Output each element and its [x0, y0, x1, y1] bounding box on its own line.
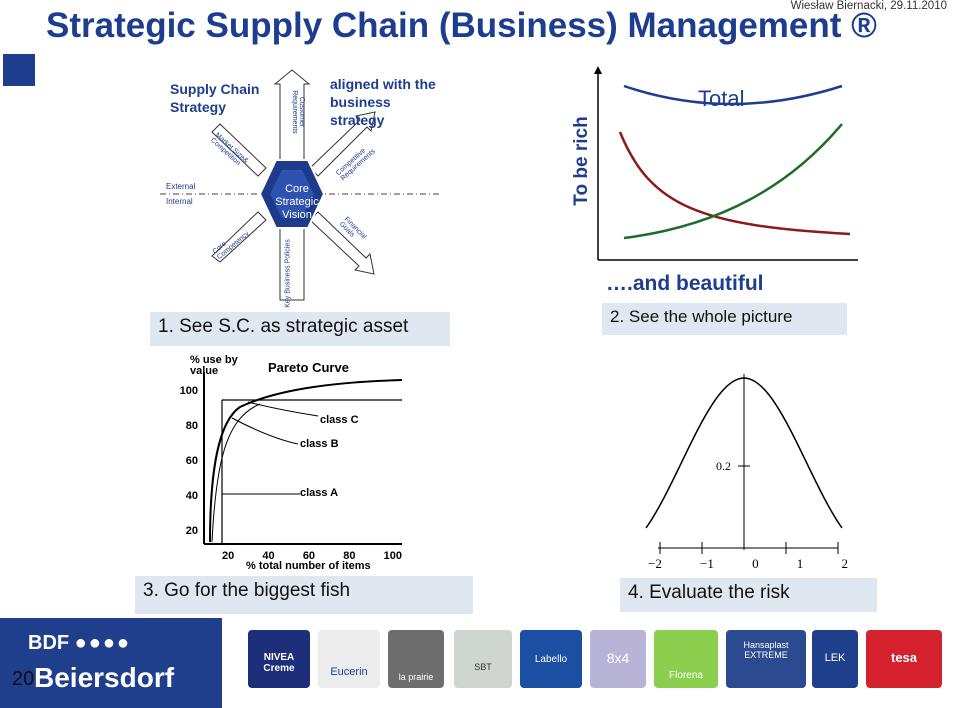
y-tick: 60: [176, 444, 198, 479]
internal-label: Internal: [166, 197, 193, 206]
pareto-x-label: % total number of items: [246, 560, 371, 572]
brand-eucerin: Eucerin: [318, 630, 380, 688]
x-tick: −2: [648, 556, 662, 572]
class-b-label: class B: [300, 438, 339, 450]
spoke-label-top: Customer Requirements: [291, 78, 305, 146]
normal-distribution-chart: [640, 370, 850, 560]
total-label: Total: [698, 86, 744, 112]
bdf-label: BDF ●●●●: [28, 632, 131, 655]
class-a-label: class A: [300, 487, 338, 499]
spoke-label-bottom: Key Business Policies: [285, 239, 292, 309]
brand-strip: NIVEA Creme Eucerin la prairie SBT Label…: [222, 618, 959, 708]
page-number: 20: [12, 668, 34, 691]
footer-band: BDF ●●●● Beiersdorf 20 NIVEA Creme Eucer…: [0, 618, 959, 708]
brand-labello: Labello: [520, 630, 582, 688]
bell-x-ticks: −2 −1 0 1 2: [648, 556, 848, 572]
y-tick: 80: [176, 409, 198, 444]
pareto-chart: [170, 352, 410, 570]
caption-4: 4. Evaluate the risk: [620, 578, 877, 612]
caption-2: 2. See the whole picture: [602, 303, 847, 335]
x-tick: 2: [842, 556, 849, 572]
peak-label: 0.2: [716, 459, 731, 474]
author-date: Wiesław Biernacki, 29.11.2010: [791, 0, 947, 12]
x-tick: 20: [222, 550, 234, 562]
pareto-curve-inner: [212, 404, 260, 542]
brand-nivea: NIVEA Creme: [248, 630, 310, 688]
class-c-label: class C: [320, 414, 359, 426]
pareto-y-ticks: 100 80 60 40 20: [176, 374, 198, 549]
x-tick: −1: [700, 556, 714, 572]
x-tick: 1: [797, 556, 804, 572]
brand-tesa: tesa: [866, 630, 942, 688]
to-be-rich-label: To be rich: [571, 116, 593, 206]
y-tick: 100: [176, 374, 198, 409]
slide-title: Strategic Supply Chain (Business) Manage…: [46, 6, 877, 46]
core-vision-label: Core Strategic Vision: [262, 183, 332, 222]
x-tick: 0: [752, 556, 759, 572]
x-tick: 100: [384, 550, 402, 562]
supply-chain-strategy-heading: Supply Chain Strategy: [170, 80, 270, 116]
caption-3: 3. Go for the biggest fish: [135, 576, 473, 614]
brand-florena: Florena: [654, 630, 718, 688]
title-bullet-square: [3, 54, 35, 86]
pareto-title: Pareto Curve: [268, 360, 349, 375]
y-tick: 20: [176, 514, 198, 549]
y-tick: 40: [176, 479, 198, 514]
brand-sbt: SBT: [454, 630, 512, 688]
rich-curve: [620, 132, 850, 234]
brand-la-prairie: la prairie: [388, 630, 444, 688]
pareto-curve: [210, 380, 402, 542]
caption-1: 1. See S.C. as strategic asset: [150, 312, 450, 346]
brand-8x4: 8x4: [590, 630, 646, 688]
aligned-heading: aligned with the business strategy: [330, 75, 440, 129]
beiersdorf-logo: Beiersdorf: [34, 662, 174, 694]
brand-hansaplast: Hansaplast EXTREME: [726, 630, 806, 688]
external-label: External: [166, 182, 195, 191]
beautiful-label: ….and beautiful: [606, 272, 764, 296]
brand-lek: LEK: [812, 630, 858, 688]
